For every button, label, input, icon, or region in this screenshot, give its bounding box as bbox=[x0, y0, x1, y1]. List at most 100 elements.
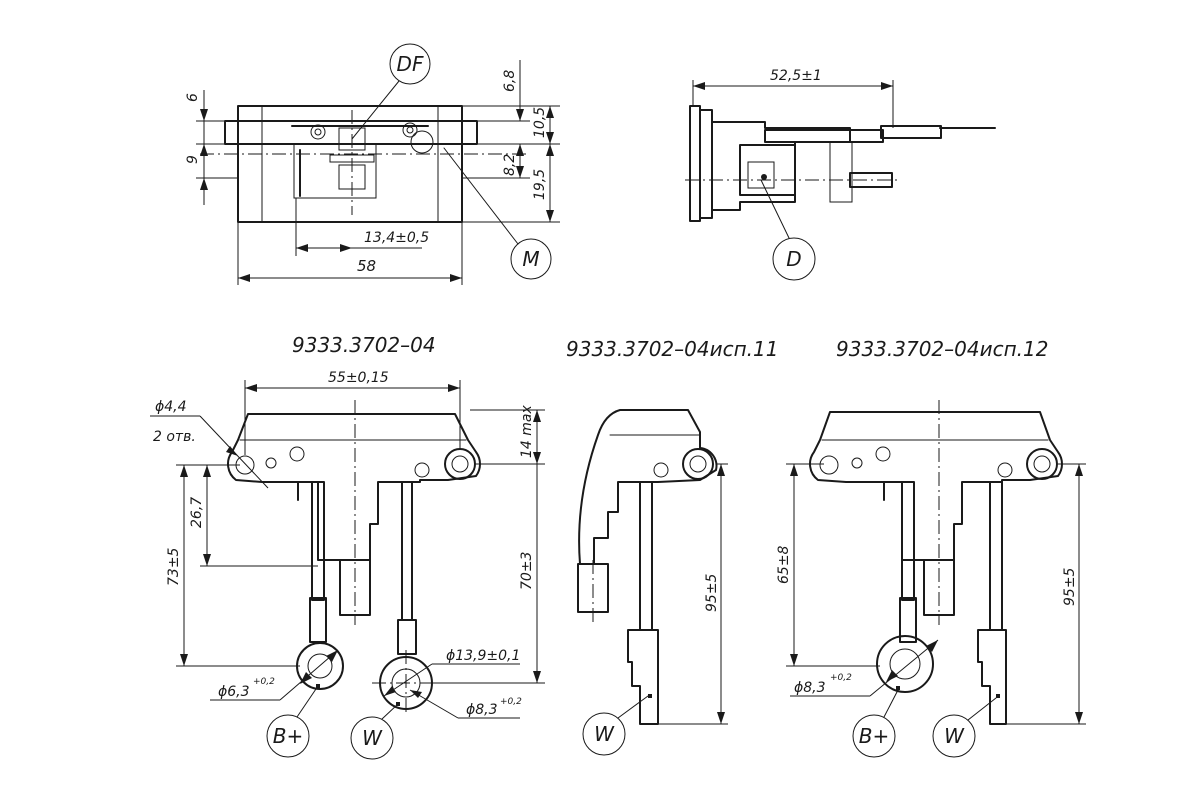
side-view: 52,5±1 D bbox=[685, 68, 996, 281]
dim-6-8-label: 6,8 bbox=[502, 70, 518, 92]
dim-19-5-label: 19,5 bbox=[532, 169, 548, 200]
view-04-terminal-w bbox=[397, 619, 417, 655]
view-04-hole-small-1 bbox=[265, 457, 277, 469]
dim-55-arrow-left bbox=[245, 384, 257, 392]
dim-phi6-3-arrow-b bbox=[300, 672, 312, 684]
top-view: 58 13,4±0,5 6 9 6,8 8,2 10,5 bbox=[185, 43, 560, 285]
dim-phi8-3-tol: +0,2 bbox=[500, 697, 522, 707]
callout-w-leader bbox=[381, 703, 399, 720]
view-04-lead-w bbox=[401, 481, 413, 621]
dim-65-label: 65±8 bbox=[776, 545, 792, 584]
side-view-flange bbox=[699, 109, 713, 219]
side-view-socket bbox=[747, 161, 775, 189]
callout-bplus-circle bbox=[266, 714, 310, 758]
dim-phi6-3-label: ϕ6,3 bbox=[218, 684, 250, 700]
callout-w-label: W bbox=[362, 726, 383, 750]
callout-bplus-label-12: B+ bbox=[859, 724, 889, 748]
view-04-terminal-bplus bbox=[309, 597, 327, 643]
view-04-hole-right-inner bbox=[451, 455, 469, 473]
side-view-wire-sleeve bbox=[880, 125, 942, 139]
side-view-upper-bar bbox=[764, 129, 884, 143]
dim-26-7-label: 26,7 bbox=[189, 497, 205, 528]
view-11: 9333.3702–04исп.11 95±5 W bbox=[566, 337, 778, 756]
side-view-plate bbox=[689, 105, 701, 222]
callout-bplus-circle-12 bbox=[852, 714, 896, 758]
dim-phi8-3-arrow bbox=[410, 690, 422, 698]
view-12-hole-right-outer bbox=[1026, 448, 1058, 480]
dim-95-label: 95±5 bbox=[704, 573, 720, 612]
dim-19-5-arrow-a bbox=[546, 144, 554, 156]
side-view-body bbox=[711, 121, 851, 211]
callout-df-leader bbox=[351, 80, 400, 140]
dim-55-arrow-right bbox=[448, 384, 460, 392]
view-12-mark-w bbox=[996, 694, 1000, 698]
callout-m-circle bbox=[510, 238, 552, 280]
view-11-hole-small bbox=[653, 462, 669, 478]
dim-73-label: 73±5 bbox=[166, 547, 182, 586]
dim-95-arrow-a bbox=[717, 464, 725, 476]
top-view-screw-right-inner bbox=[406, 126, 414, 134]
dim-73-arrow-b bbox=[180, 654, 188, 666]
dim-52-5-arrow-left bbox=[693, 82, 705, 90]
top-view-screw-right bbox=[402, 122, 418, 138]
view-04-hole-mid bbox=[414, 462, 430, 478]
view-04-lead-bplus bbox=[311, 481, 325, 601]
top-view-screw-left bbox=[310, 124, 326, 140]
callout-m-label: M bbox=[522, 247, 539, 271]
dim-65-arrow-b bbox=[790, 654, 798, 666]
callout-bplus-leader bbox=[296, 685, 319, 718]
callout-w-circle bbox=[350, 716, 394, 760]
side-view-connector bbox=[739, 144, 796, 196]
dim-8-2-label: 8,2 bbox=[502, 154, 518, 176]
dim-phi13-9-label: ϕ13,9±0,1 bbox=[446, 648, 520, 664]
dim-26-7-arrow-b bbox=[203, 554, 211, 566]
view-12-lead-w bbox=[989, 481, 1003, 631]
dim-phi13-9-arrow bbox=[384, 686, 396, 696]
callout-w-label-11: W bbox=[594, 722, 615, 746]
view-04-stud bbox=[339, 559, 371, 616]
dim-phi8-3-12-label: ϕ8,3 bbox=[794, 680, 826, 696]
callout-m-leader bbox=[443, 147, 519, 245]
callout-w-label-12: W bbox=[944, 724, 965, 748]
dim-14max-arrow-b bbox=[533, 452, 541, 464]
view-11-title: 9333.3702–04исп.11 bbox=[566, 337, 778, 361]
callout-w-circle-11 bbox=[582, 712, 626, 756]
dim-10-5-arrow-b bbox=[546, 132, 554, 144]
dim-95-arrow-b bbox=[717, 712, 725, 724]
callout-w-circle-12 bbox=[932, 714, 976, 758]
dim-58-arrow-right bbox=[450, 274, 462, 282]
dim-10-5-arrow-a bbox=[546, 106, 554, 118]
view-12-hole-right-inner bbox=[1033, 455, 1051, 473]
dim-65-arrow-a bbox=[790, 464, 798, 476]
callout-w-leader-11 bbox=[617, 695, 649, 719]
dim-phi6-3-arrow-a bbox=[326, 650, 338, 662]
dim-95-12-arrow-a bbox=[1075, 464, 1083, 476]
dim-52-5-label: 52,5±1 bbox=[770, 68, 822, 84]
dim-9-arrow-b bbox=[200, 178, 208, 190]
dim-10-5-label: 10,5 bbox=[532, 107, 548, 138]
dim-phi8-3-label: ϕ8,3 bbox=[466, 702, 498, 718]
view-04-ring-bplus-inner bbox=[307, 653, 333, 679]
dim-13-4-arrow-right bbox=[340, 244, 352, 252]
view-12-hole-small-2 bbox=[875, 446, 891, 462]
dim-6-label: 6 bbox=[185, 93, 201, 102]
view-12: 9333.3702–04исп.12 65±8 95±5 bbox=[776, 337, 1086, 758]
callout-df-label: DF bbox=[397, 52, 424, 76]
callout-d-label: D bbox=[786, 247, 801, 271]
view-12-mark-bplus bbox=[896, 686, 900, 690]
dim-8-2-arrow-a bbox=[516, 144, 524, 156]
side-view-post bbox=[849, 172, 893, 188]
dim-hole-label: ϕ4,4 bbox=[155, 399, 187, 415]
view-12-ring-bplus-inner bbox=[889, 648, 921, 680]
callout-d-circle bbox=[772, 237, 816, 281]
view-12-terminal-w bbox=[977, 629, 1007, 725]
view-12-ring-bplus-outer bbox=[876, 635, 934, 693]
view-11-lead bbox=[639, 481, 653, 631]
view-04-hole-small-2 bbox=[289, 446, 305, 462]
top-view-flange bbox=[224, 120, 478, 145]
dim-14max-label: 14 max bbox=[519, 405, 535, 458]
dim-58-arrow-left bbox=[238, 274, 250, 282]
dim-9-label: 9 bbox=[185, 155, 201, 164]
dim-95-12-label: 95±5 bbox=[1062, 567, 1078, 606]
dim-8-2-arrow-b bbox=[516, 166, 524, 178]
